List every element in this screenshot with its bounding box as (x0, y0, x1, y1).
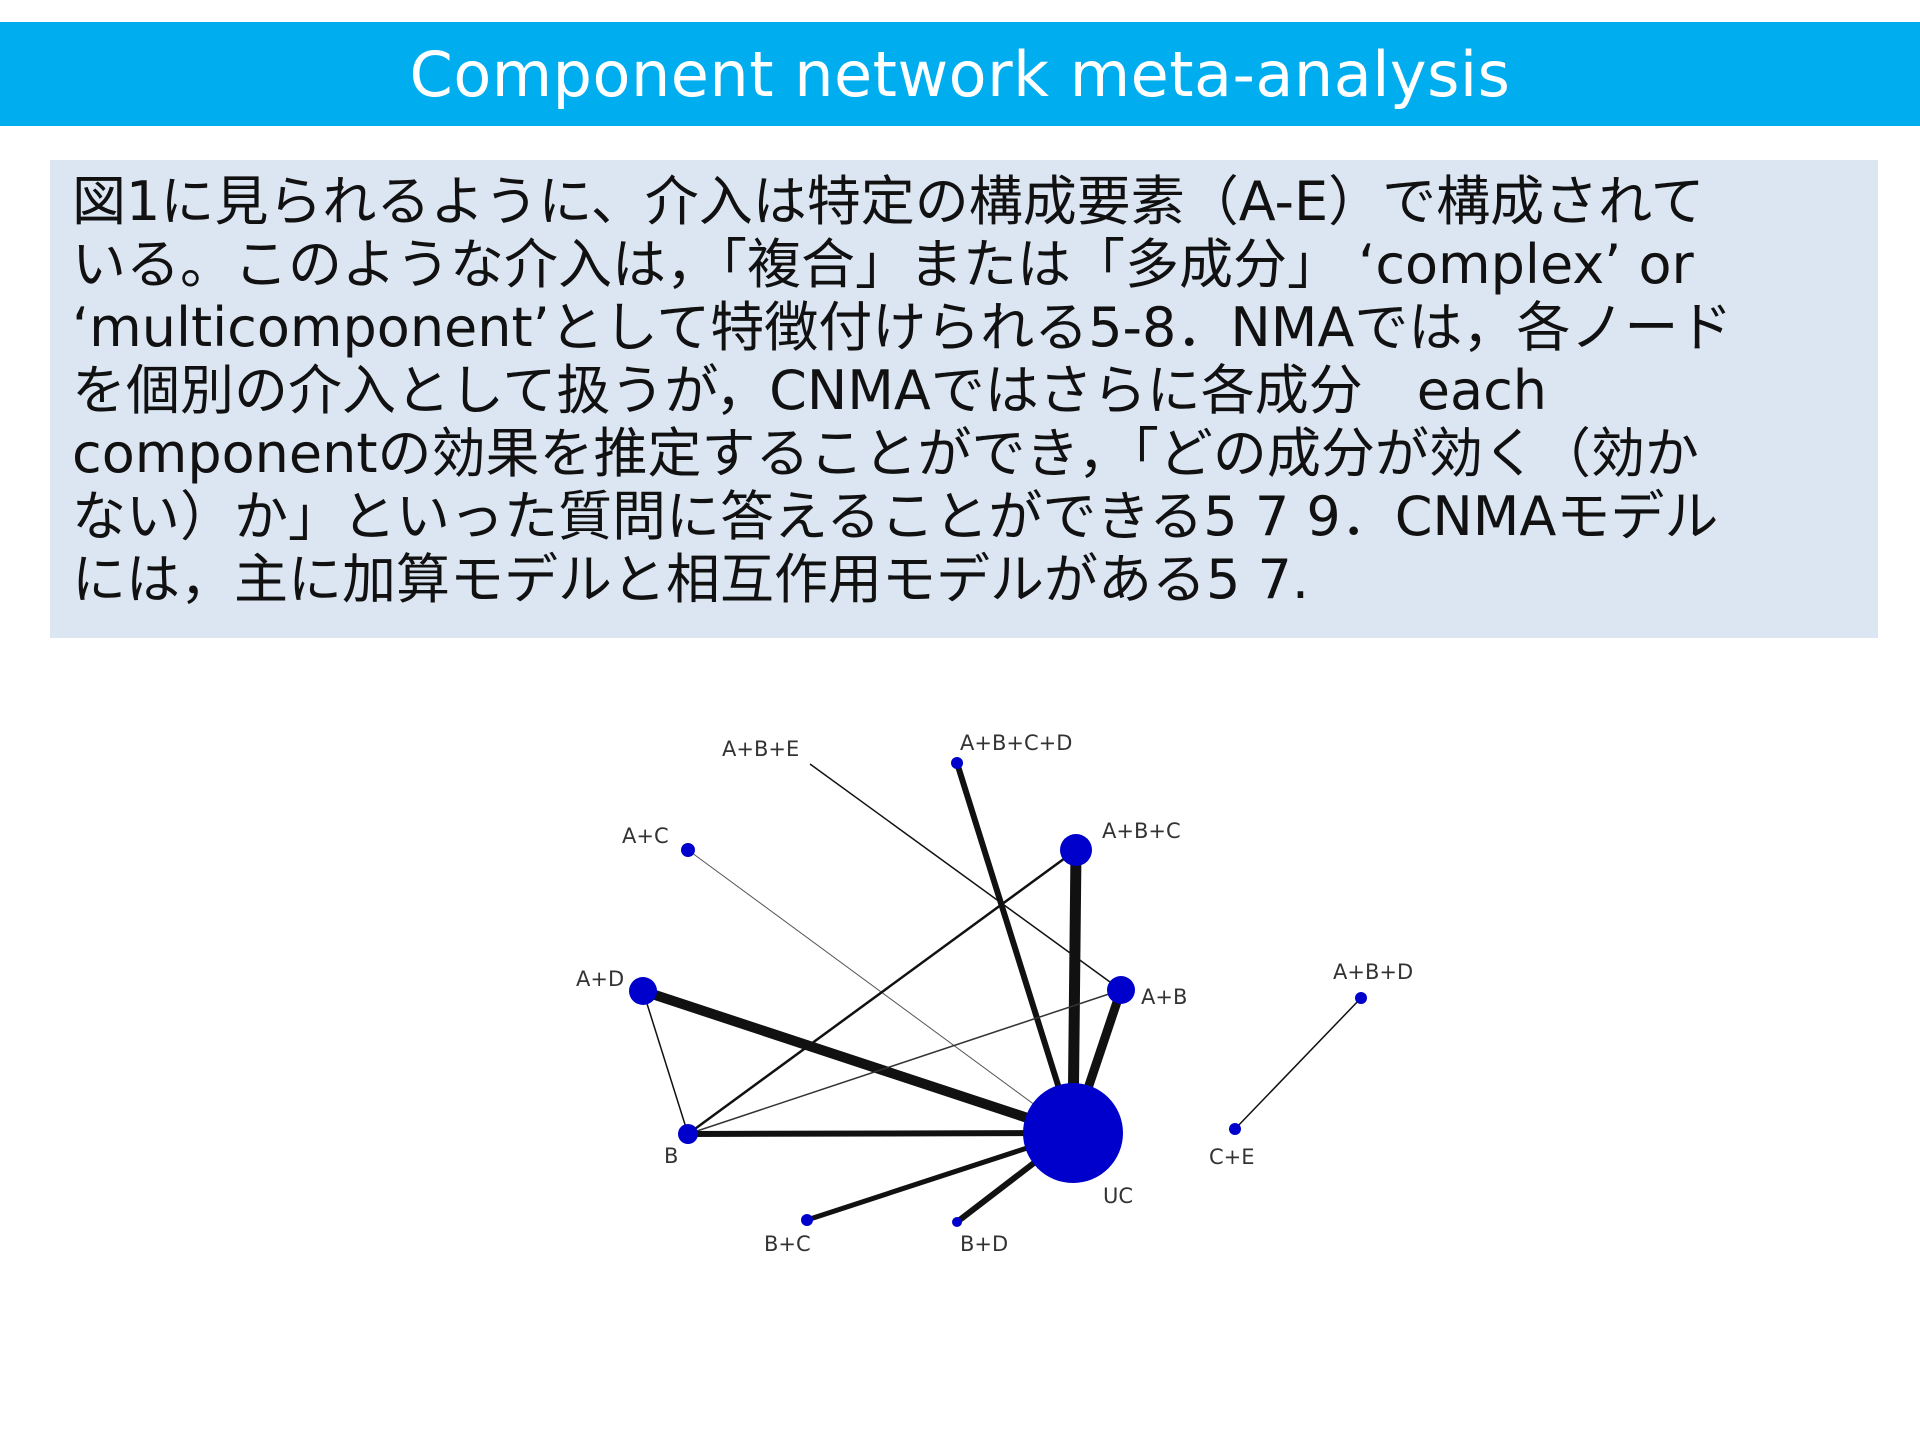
edge-abe-ab (809, 763, 1122, 991)
paragraph-line: 図1に見られるように、介入は特定の構成要素（A-E）で構成されて (72, 170, 1705, 233)
title-bar: Component network meta-analysis (0, 22, 1920, 126)
edge-ac-uc (687, 849, 1074, 1134)
node-a-b-d (1355, 992, 1367, 1004)
label-a-b-c-d: A+B+C+D (960, 731, 1072, 755)
description-box: 図1に見られるように、介入は特定の構成要素（A-E）で構成されて いる。このよう… (50, 160, 1878, 638)
edge-ad-b (642, 990, 689, 1135)
paragraph-line: ない）か」といった質問に答えることができる5 7 9．CNMAモデル (72, 485, 1719, 548)
paragraph-line: ‘multicomponent’として特徴付けられる5-8．NMAでは，各ノード (72, 296, 1733, 359)
label-b-d: B+D (960, 1232, 1008, 1256)
label-c-e: C+E (1209, 1145, 1255, 1169)
edge-ab-b (687, 989, 1122, 1135)
node-b-d (952, 1217, 962, 1227)
edge-abcd-uc (954, 762, 1076, 1134)
slide-title: Component network meta-analysis (409, 37, 1511, 111)
label-a-c: A+C (622, 824, 669, 848)
edge-b-uc (687, 1130, 1074, 1137)
node-c-e (1229, 1123, 1241, 1135)
network-labels: A+B+E A+B+C+D A+C A+B+C A+D A+B B UC B+C… (576, 731, 1413, 1256)
paragraph-line: には，主に加算モデルと相互作用モデルがある5 7. (72, 548, 1310, 611)
node-a-b (1107, 976, 1135, 1004)
label-a-b: A+B (1141, 985, 1187, 1009)
node-a-b-c (1060, 834, 1092, 866)
label-a-b-e: A+B+E (722, 737, 799, 761)
label-b: B (664, 1144, 678, 1168)
node-a-b-c-d (951, 757, 963, 769)
label-a-b-d: A+B+D (1333, 960, 1413, 984)
node-uc (1023, 1083, 1123, 1183)
label-uc: UC (1103, 1184, 1133, 1208)
label-a-b-c: A+B+C (1102, 819, 1181, 843)
node-a-d (629, 977, 657, 1005)
edge-abc-b (687, 848, 1077, 1136)
network-nodes (629, 757, 1367, 1227)
edge-abd-ce (1234, 997, 1362, 1130)
paragraph-line: componentの効果を推定することができ，「どの成分が効く（効か (72, 422, 1699, 485)
edge-ad-uc (641, 986, 1075, 1138)
paragraph-line: を個別の介入として扱うが，CNMAではさらに各成分 each (72, 359, 1547, 422)
label-a-d: A+D (576, 967, 624, 991)
node-a-c (681, 843, 695, 857)
paragraph-line: いる。このような介入は，「複合」または「多成分」 ‘complex’ or (72, 233, 1694, 296)
label-b-c: B+C (764, 1232, 811, 1256)
node-b (678, 1124, 698, 1144)
node-b-c (801, 1214, 813, 1226)
